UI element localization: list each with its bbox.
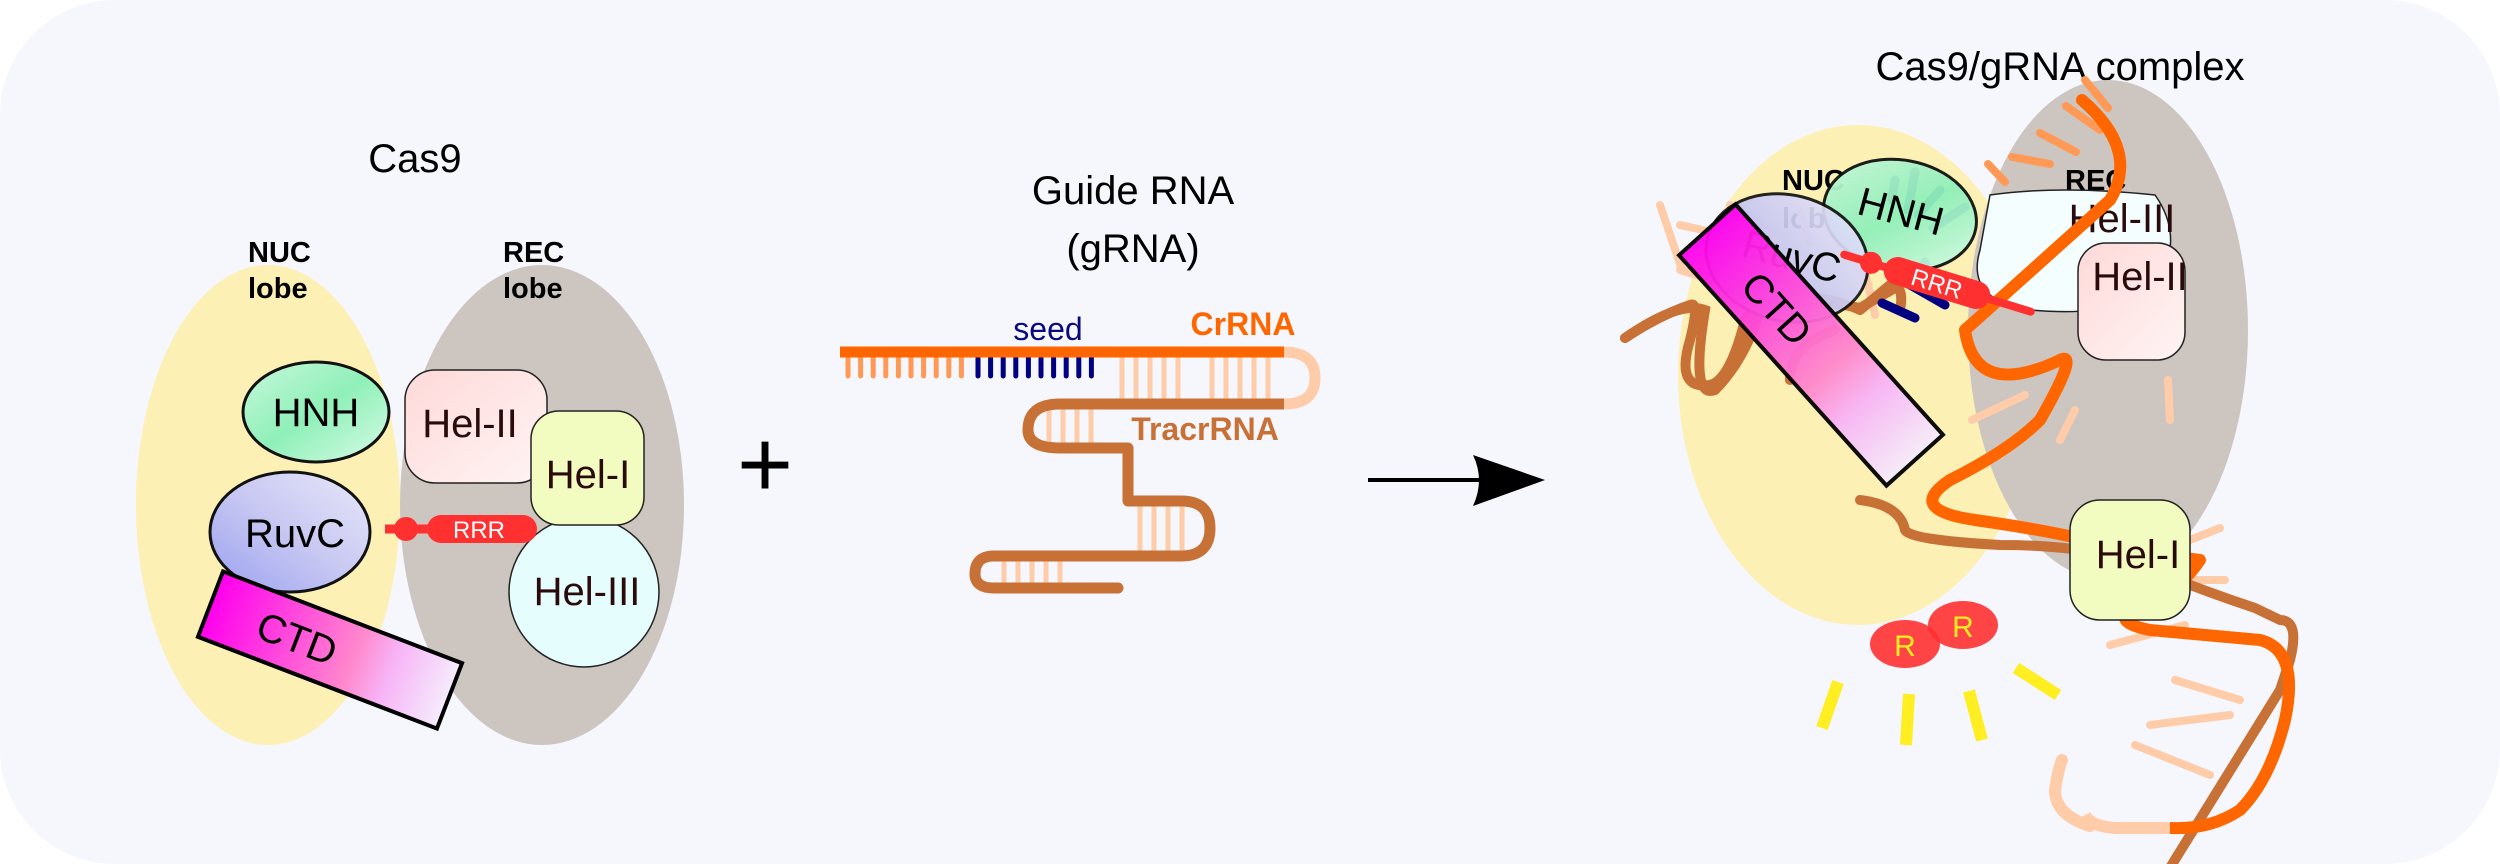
- dna-end-pale-2: [2079, 811, 2170, 834]
- complex-title: Cas9/gRNA complex: [1875, 45, 2244, 89]
- plus-operator: +: [737, 411, 793, 518]
- ruvc-domain: RuvC: [208, 470, 372, 594]
- arginine-r1: R: [1870, 620, 1940, 668]
- cas9-panel: Cas9 NUC lobe REC lobe Hel-II Hel-III RR…: [136, 137, 684, 745]
- nuc-lobe-label-line2: lobe: [248, 273, 308, 305]
- complex-panel: Cas9/gRNA complex NUC lobe REC lobe: [1620, 45, 2299, 864]
- activity-glow-rays: [1816, 662, 2062, 746]
- rec-lobe-label-line1: REC: [503, 237, 564, 269]
- grna-title-line2: (gRNA): [1066, 227, 1199, 271]
- complex-hel2-domain: Hel-II: [2077, 242, 2188, 361]
- hnh-domain: HNH: [241, 360, 391, 464]
- tracrrna-strand: [969, 398, 1290, 594]
- dna-end-pale: [2048, 754, 2096, 832]
- ruvc-label: RuvC: [245, 512, 345, 556]
- grna-panel: Guide RNA (gRNA) seed CrRNA TracrRNA: [840, 169, 1321, 594]
- nuc-lobe-label-line1: NUC: [248, 237, 311, 269]
- complex-hel1-label: Hel-I: [2096, 533, 2180, 577]
- r2-label: R: [1952, 611, 1974, 644]
- hel1-label: Hel-I: [546, 453, 630, 497]
- hnh-label: HNH: [273, 391, 360, 435]
- hel3-domain: Hel-III: [508, 516, 660, 668]
- complex-hel2-label: Hel-II: [2092, 255, 2188, 299]
- arginine-r2: R: [1928, 601, 1998, 649]
- crrna-loop: [1283, 346, 1321, 410]
- cas9-title: Cas9: [368, 137, 461, 181]
- seed-label: seed: [1013, 311, 1082, 347]
- dna-target-strand: [1926, 94, 2296, 835]
- tracrrna-label: TracrRNA: [1131, 411, 1279, 447]
- hel3-label: Hel-III: [534, 570, 641, 614]
- rrr-label: RRR: [453, 517, 505, 544]
- grna-base-pairs: [845, 355, 1271, 586]
- reaction-arrow: [1368, 455, 1545, 506]
- crrna-label: CrRNA: [1191, 306, 1296, 342]
- grna-title-line1: Guide RNA: [1032, 169, 1235, 213]
- hel1-domain: Hel-I: [530, 410, 645, 526]
- complex-hel1-domain: Hel-I: [2069, 499, 2191, 621]
- rec-lobe-label-line2: lobe: [503, 273, 563, 305]
- hel2-domain: Hel-II: [404, 369, 548, 484]
- rrr-linker: RRR: [385, 515, 537, 544]
- ctd-domain: CTD: [195, 568, 465, 732]
- hel2-label: Hel-II: [422, 402, 518, 446]
- r1-label: R: [1894, 630, 1916, 663]
